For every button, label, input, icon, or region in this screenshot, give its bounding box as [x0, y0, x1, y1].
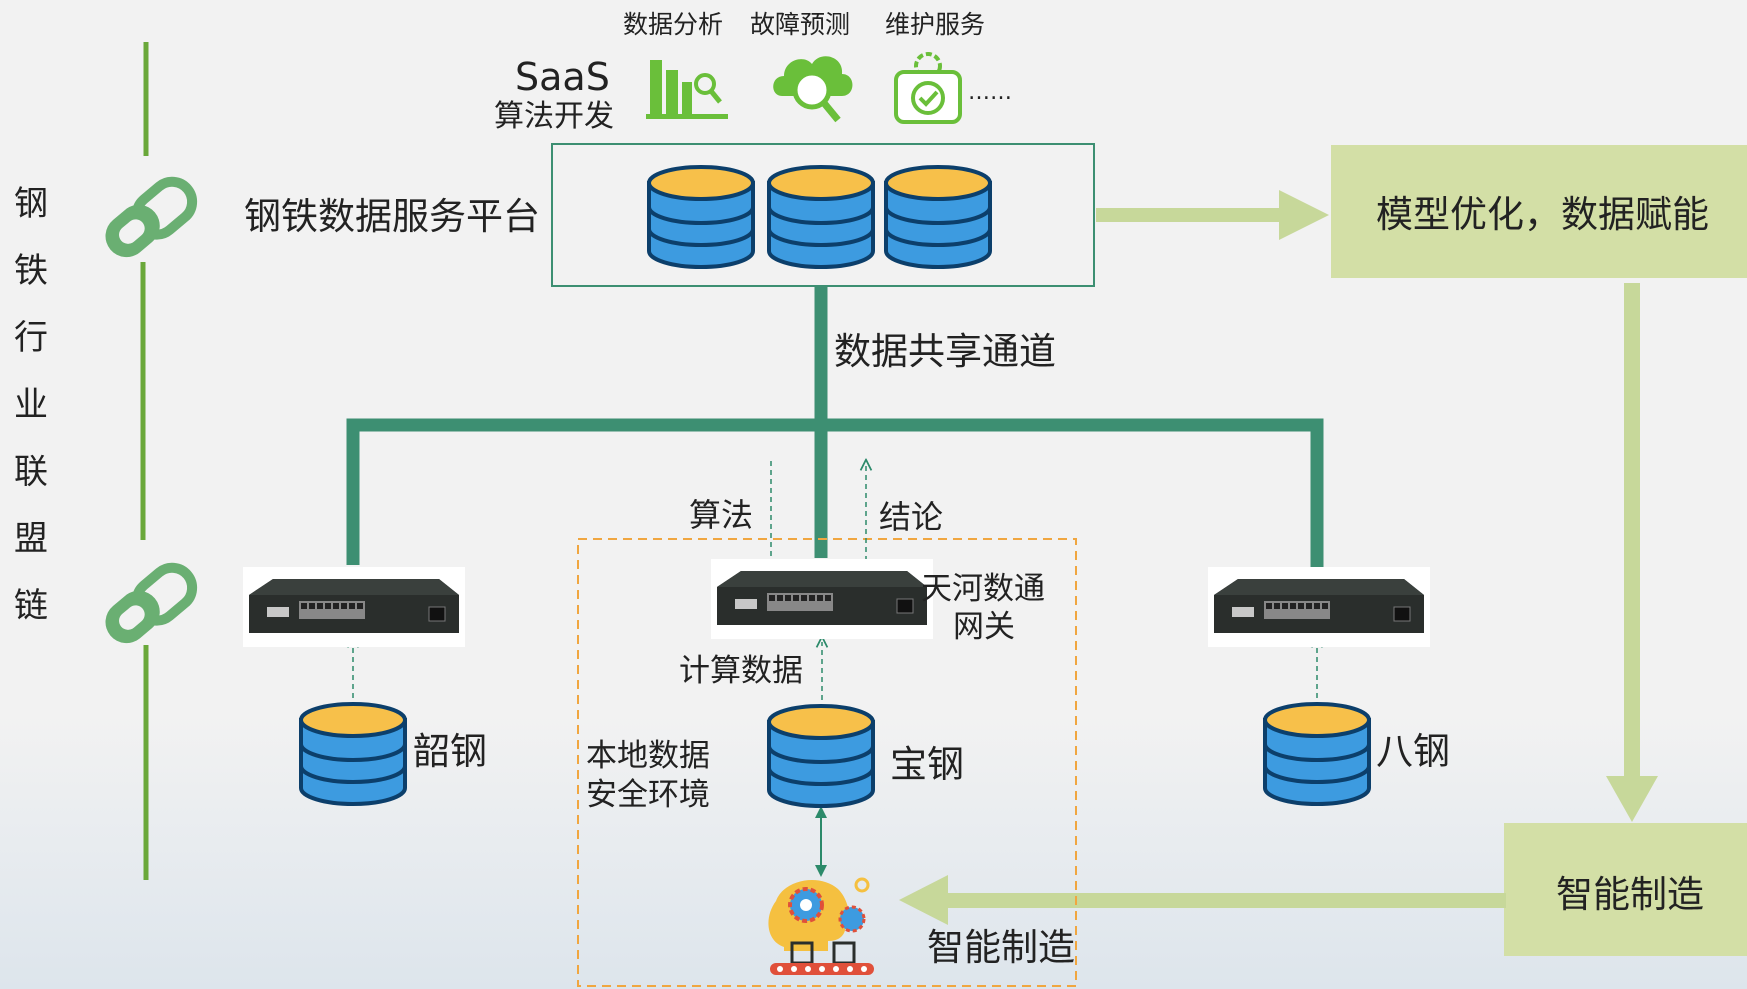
- dotted-arrows: [353, 461, 1317, 700]
- plant-label-shaogang: 韶钢: [413, 730, 487, 773]
- saas-icon-label: 故障预测: [750, 10, 851, 39]
- more-ellipsis: ……: [968, 80, 1012, 105]
- plant-label-baogang: 宝钢: [890, 743, 964, 786]
- database-icon: [647, 165, 755, 269]
- smart-mfg-label: 智能制造: [927, 926, 1075, 969]
- local-env-line2: 安全环境: [586, 777, 710, 813]
- database-icon: [767, 165, 875, 269]
- local-env-box: [577, 538, 1077, 987]
- gateway-name-line2: 网关: [953, 609, 1015, 645]
- algo-dev-label: 算法开发: [494, 99, 614, 134]
- algorithm-label: 算法: [689, 496, 754, 534]
- data-channel-tree: [346, 286, 1324, 568]
- smart-manufacturing-icon: [768, 877, 874, 975]
- gateway-name-line1: 天河数通: [921, 571, 1045, 607]
- compute-data-label: 计算数据: [679, 653, 803, 689]
- plant-label-bagang: 八钢: [1376, 730, 1450, 773]
- gateway-device-right: [1208, 567, 1430, 647]
- alliance-chain-title: 钢 铁 行 业 联 盟 链: [14, 187, 54, 656]
- saas-label: SaaS: [515, 55, 610, 99]
- gear-check-icon: [894, 52, 962, 124]
- model-optimization-box: [1331, 145, 1747, 278]
- database-icon: [1263, 702, 1371, 806]
- title-char: 行: [14, 318, 48, 358]
- result-label: 结论: [879, 498, 944, 536]
- saas-icon-label: 数据分析: [623, 10, 724, 39]
- title-char: 联: [14, 452, 48, 492]
- title-char: 链: [14, 586, 48, 626]
- local-env-line1: 本地数据: [586, 738, 710, 774]
- database-icon: [767, 704, 875, 808]
- title-char: 盟: [14, 519, 48, 559]
- database-icon: [884, 165, 992, 269]
- cloud-search-icon: [773, 56, 853, 123]
- smart-mfg-box: [1504, 823, 1747, 956]
- gateway-device-left: [243, 567, 465, 647]
- title-char: 钢: [14, 184, 48, 224]
- title-char: 铁: [14, 251, 48, 291]
- gateway-device-center: [711, 559, 933, 639]
- database-icon: [299, 702, 407, 806]
- chain-link-icon: [105, 562, 198, 644]
- data-channel-label: 数据共享通道: [834, 330, 1056, 373]
- model-optimization-label: 模型优化，数据赋能: [1376, 193, 1709, 236]
- alliance-chain-line: [140, 42, 149, 880]
- title-char: 业: [14, 385, 48, 425]
- chain-link-icon: [105, 176, 198, 258]
- smart-mfg-box-label: 智能制造: [1556, 873, 1704, 916]
- arrow-smart-to-local: [899, 875, 1506, 925]
- bar-chart-search-icon: [646, 60, 728, 119]
- platform-label: 钢铁数据服务平台: [244, 195, 540, 238]
- arrow-model-to-smart: [1606, 283, 1658, 822]
- arrow-platform-to-model: [1096, 190, 1329, 240]
- saas-icon-label: 维护服务: [885, 10, 986, 39]
